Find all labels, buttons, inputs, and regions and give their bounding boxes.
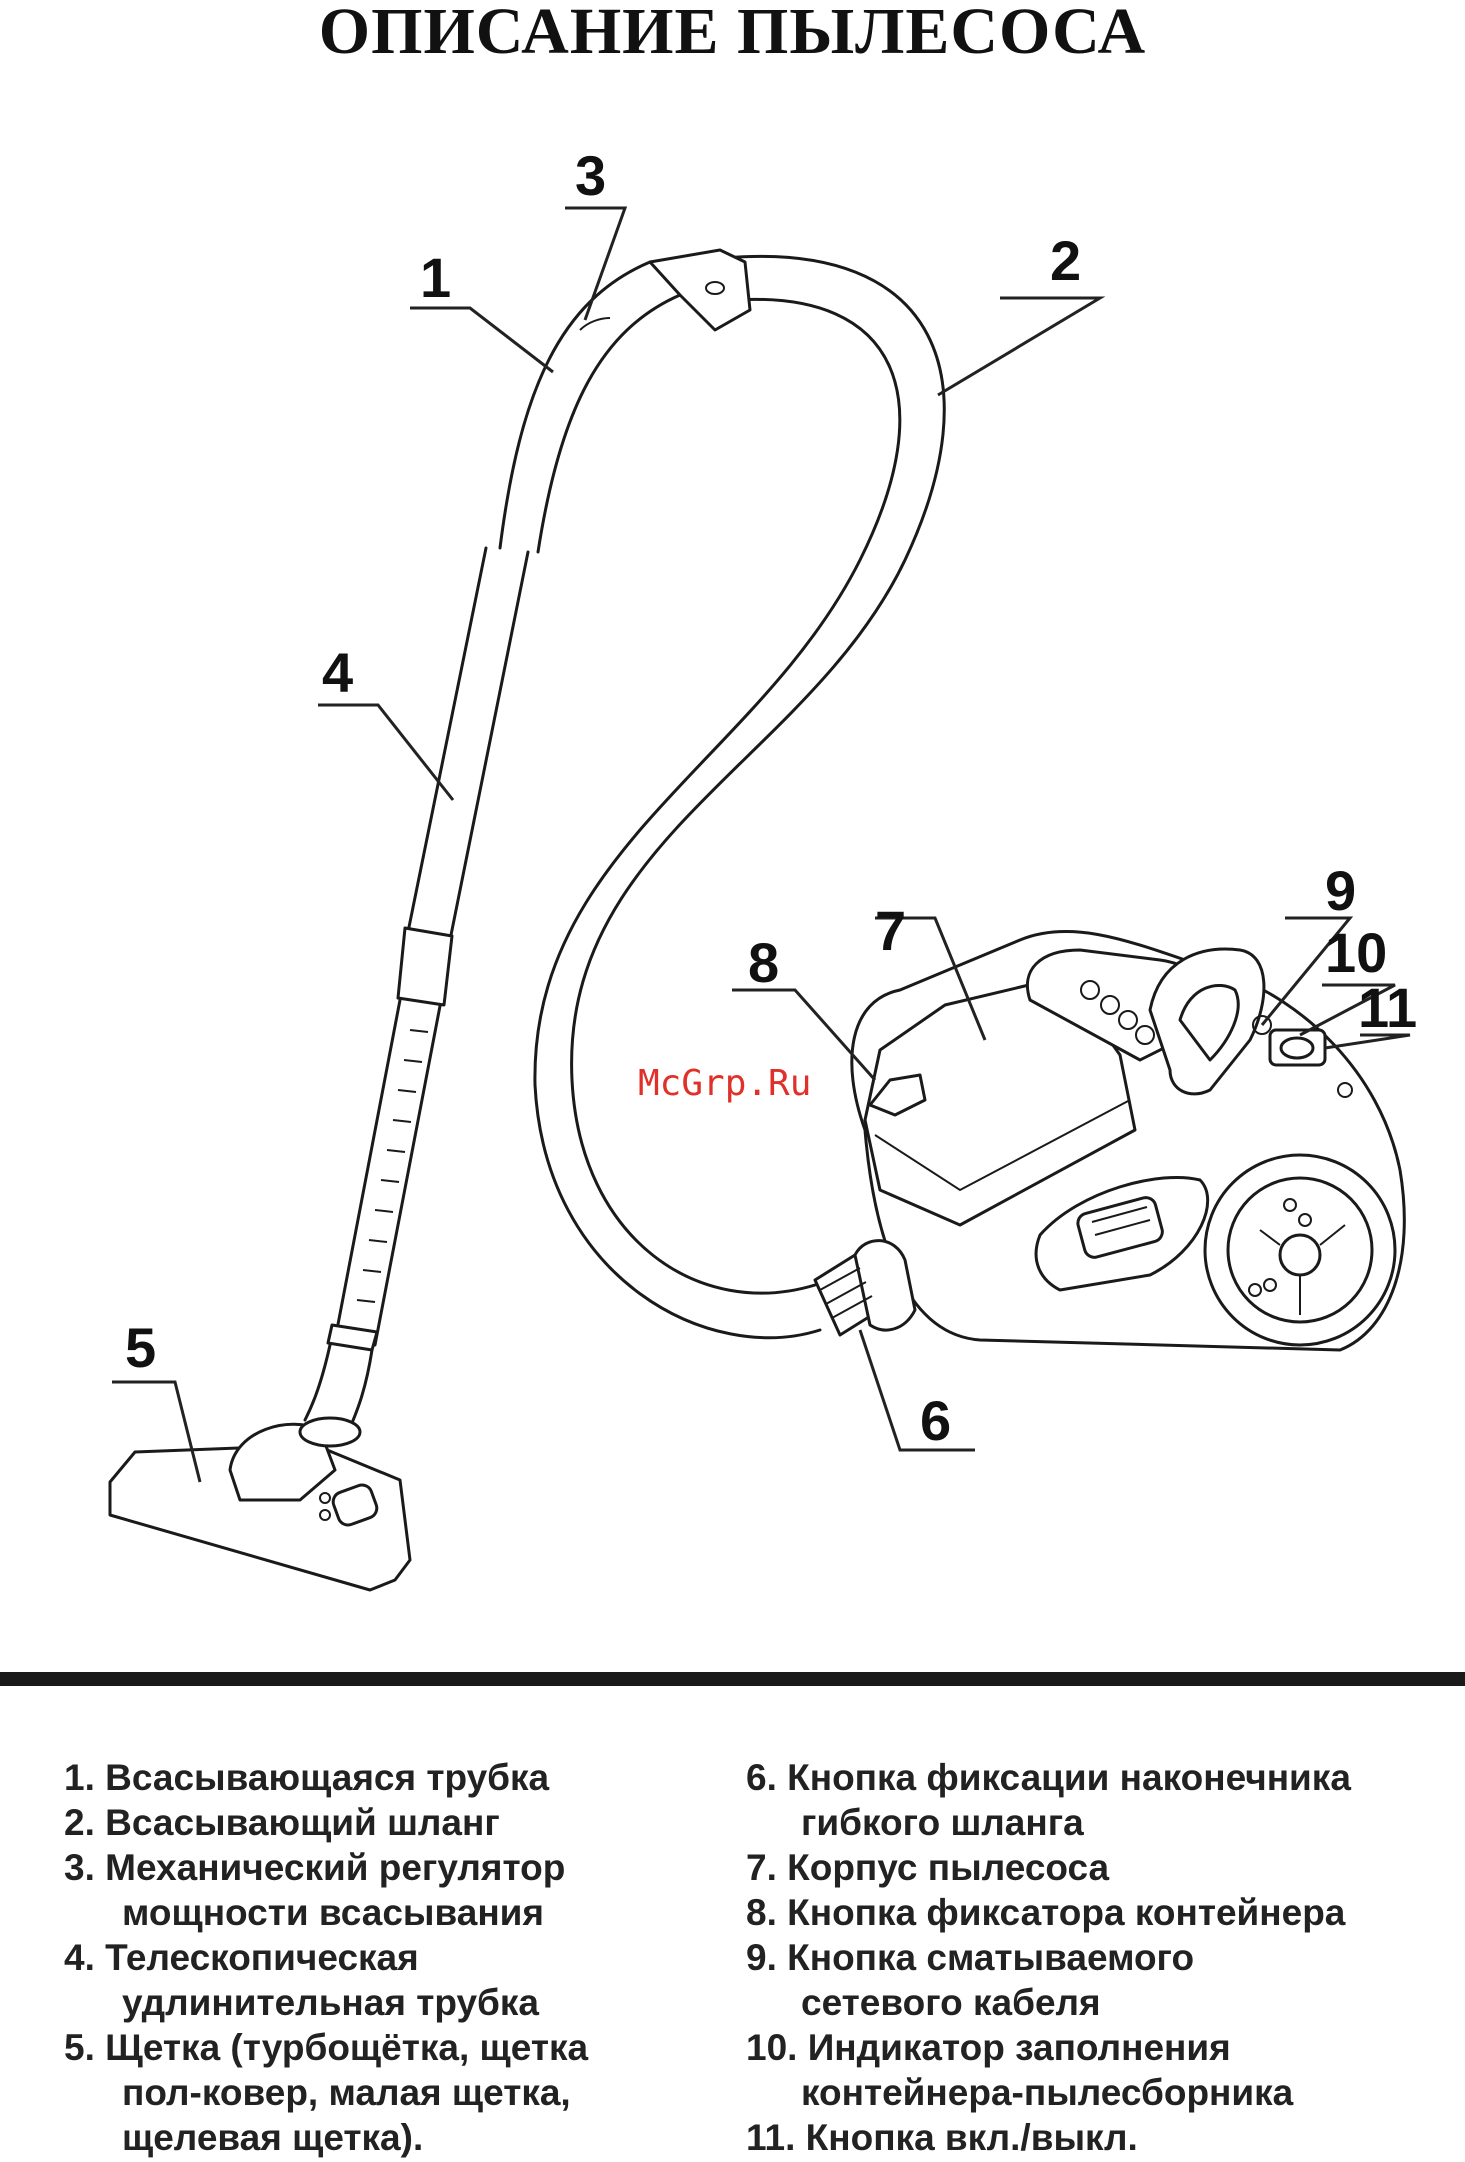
- legend-item-3-cont: мощности всасывания: [122, 1892, 545, 1933]
- suction-hose: [533, 255, 946, 1340]
- callout-8: 8: [748, 931, 779, 994]
- callout-3: 3: [575, 144, 606, 207]
- legend-item-4: 4. Телескопическая: [64, 1937, 419, 1978]
- tube-scale: [356, 1029, 429, 1303]
- callout-1: 1: [420, 246, 451, 309]
- legend-item-6-cont: гибкого шланга: [801, 1802, 1084, 1843]
- legend-left-column: 1. Всасывающаяся трубка 2. Всасывающий ш…: [64, 1755, 704, 2160]
- legend-item-3: 3. Механический регулятор: [64, 1847, 566, 1888]
- vacuum-body: [813, 929, 1406, 1352]
- legend-item-10-cont: контейнера-пылесборника: [801, 2072, 1294, 2113]
- page-title: ОПИСАНИЕ ПЫЛЕСОСА: [318, 0, 1147, 68]
- callout-9: 9: [1325, 859, 1356, 922]
- legend-item-5: 5. Щетка (турбощётка, щетка: [64, 2027, 589, 2068]
- callout-6: 6: [920, 1389, 951, 1452]
- callout-5: 5: [125, 1316, 156, 1379]
- callout-11: 11: [1358, 976, 1417, 1039]
- legend-item-5-cont2: щелевая щетка).: [122, 2117, 424, 2158]
- legend-item-9-cont: сетевого кабеля: [801, 1982, 1101, 2023]
- section-divider: [0, 1672, 1465, 1686]
- legend-right-column: 6. Кнопка фиксации наконечника гибкого ш…: [746, 1755, 1446, 2160]
- legend-item-5-cont: пол-ковер, малая щетка,: [122, 2072, 571, 2113]
- legend-item-10: 10. Индикатор заполнения: [746, 2027, 1231, 2068]
- legend-item-1: 1. Всасывающаяся трубка: [64, 1757, 550, 1798]
- legend-item-8: 8. Кнопка фиксатора контейнера: [746, 1892, 1346, 1933]
- legend-item-11: 11. Кнопка вкл./выкл.: [746, 2117, 1138, 2158]
- watermark: McGrp.Ru: [638, 1063, 811, 1104]
- callout-10: 10: [1325, 921, 1387, 984]
- suction-tube: [498, 248, 752, 554]
- telescopic-tube: [303, 546, 530, 1430]
- legend-item-4-cont: удлинительная трубка: [122, 1982, 539, 2023]
- legend-item-7: 7. Корпус пылесоса: [746, 1847, 1110, 1888]
- callout-4: 4: [322, 641, 353, 704]
- legend-item-6: 6. Кнопка фиксации наконечника: [746, 1757, 1351, 1798]
- legend-item-2: 2. Всасывающий шланг: [64, 1802, 500, 1843]
- vacuum-diagram: 1 2 3 4 5 6 7 8 9 10 11 McGrp.Ru: [108, 144, 1417, 1592]
- callout-7: 7: [875, 899, 906, 962]
- callout-2: 2: [1050, 229, 1081, 292]
- legend-item-9: 9. Кнопка сматываемого: [746, 1937, 1195, 1978]
- floor-brush: [108, 1416, 412, 1592]
- leader-lines: [112, 206, 1411, 1483]
